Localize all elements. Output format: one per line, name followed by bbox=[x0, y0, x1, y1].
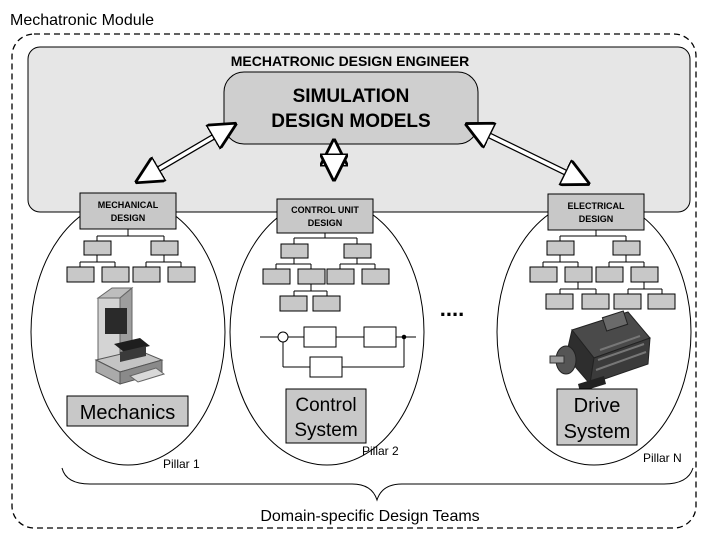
pillar-2-label-line1: Control bbox=[295, 395, 356, 416]
double-arrow-left bbox=[140, 126, 232, 180]
pillar-n-name: Pillar N bbox=[643, 451, 682, 465]
pillar-n-label-box bbox=[556, 388, 638, 446]
pillar-1: MECHANICAL DESIGN bbox=[30, 192, 226, 471]
pillar-2-label-line2: System bbox=[294, 420, 357, 441]
pillar-1-header-box bbox=[79, 192, 177, 230]
pillar-n-header-line1: ELECTRICAL bbox=[568, 201, 625, 211]
more-pillars-ellipsis: .... bbox=[440, 296, 464, 321]
pillar-1-header-line2: DESIGN bbox=[111, 213, 146, 223]
pillar-1-label-box bbox=[66, 395, 189, 427]
simulation-models-box bbox=[223, 71, 479, 145]
pillar-n-label-line2: System bbox=[564, 421, 631, 443]
module-title: Mechatronic Module bbox=[10, 12, 154, 29]
pillar-2-header-line2: DESIGN bbox=[308, 218, 343, 228]
pillar-2-label-box bbox=[285, 388, 367, 444]
pillar-2-header-box bbox=[276, 198, 374, 234]
teams-label: Domain-specific Design Teams bbox=[260, 508, 479, 525]
pillar-2-header-line1: CONTROL UNIT bbox=[291, 205, 359, 215]
engineer-title: MECHATRONIC DESIGN ENGINEER bbox=[231, 53, 470, 69]
electric-motor-icon bbox=[549, 310, 651, 392]
pillar-1-label: Mechanics bbox=[80, 402, 176, 424]
module-boundary bbox=[11, 33, 697, 529]
teams-brace bbox=[61, 467, 694, 502]
pillar-1-header-line1: MECHANICAL bbox=[98, 200, 159, 210]
pillar-2-name: Pillar 2 bbox=[362, 444, 399, 458]
pillar-2-design-tree bbox=[262, 233, 390, 312]
simulation-title-line2: DESIGN MODELS bbox=[271, 111, 430, 132]
pillar-n-header-box bbox=[547, 193, 645, 231]
double-arrow-right bbox=[470, 126, 585, 182]
control-loop-diagram bbox=[260, 326, 416, 378]
pillar-1-design-tree bbox=[66, 229, 196, 283]
pillar-n-design-tree bbox=[529, 230, 676, 310]
machine-tool-icon bbox=[94, 286, 166, 385]
pillar-1-name: Pillar 1 bbox=[163, 457, 200, 471]
pillar-n-header-line2: DESIGN bbox=[579, 214, 614, 224]
pillar-2: CONTROL UNIT DESIGN bbox=[229, 198, 425, 466]
simulation-title-line1: SIMULATION bbox=[293, 86, 410, 107]
pillar-n: ELECTRICAL DESIGN bbox=[496, 193, 692, 466]
pillar-n-label-line1: Drive bbox=[574, 395, 621, 417]
